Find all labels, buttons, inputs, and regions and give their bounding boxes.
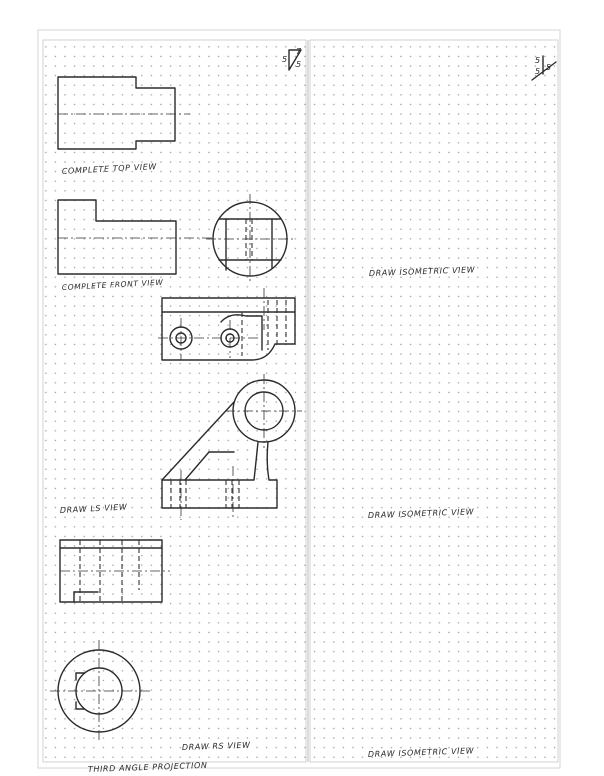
left-dot-grid-panel (42, 39, 307, 763)
svg-text:7: 7 (296, 47, 302, 56)
draw-ls-view-label: DRAW LS VIEW (60, 502, 128, 515)
draw-isometric-view-label-3: DRAW ISOMETRIC VIEW (368, 746, 475, 759)
front-view-drawing (57, 199, 213, 275)
right-dot-grid-panel (309, 39, 559, 763)
svg-text:5: 5 (282, 55, 288, 64)
svg-text:5: 5 (296, 60, 302, 69)
bracket-ring-drawing (161, 374, 302, 520)
slotted-block-drawing (158, 288, 296, 361)
third-angle-projection-label: THIRD ANGLE PROJECTION (88, 761, 208, 774)
right-corner-mark: 5 5 5 (531, 55, 557, 81)
hidden-line-front-view-drawing (59, 539, 170, 603)
draw-isometric-view-label-1: DRAW ISOMETRIC VIEW (369, 265, 476, 278)
circular-side-view-drawing (206, 194, 294, 284)
left-corner-mark: 5 7 5 (282, 47, 302, 71)
draw-isometric-view-label-2: DRAW ISOMETRIC VIEW (368, 507, 475, 520)
draw-rs-view-label: DRAW RS VIEW (182, 741, 251, 752)
circular-rs-drawing (50, 640, 150, 742)
top-view-drawing (57, 76, 190, 150)
svg-text:5: 5 (535, 67, 541, 76)
svg-text:5: 5 (535, 56, 541, 65)
